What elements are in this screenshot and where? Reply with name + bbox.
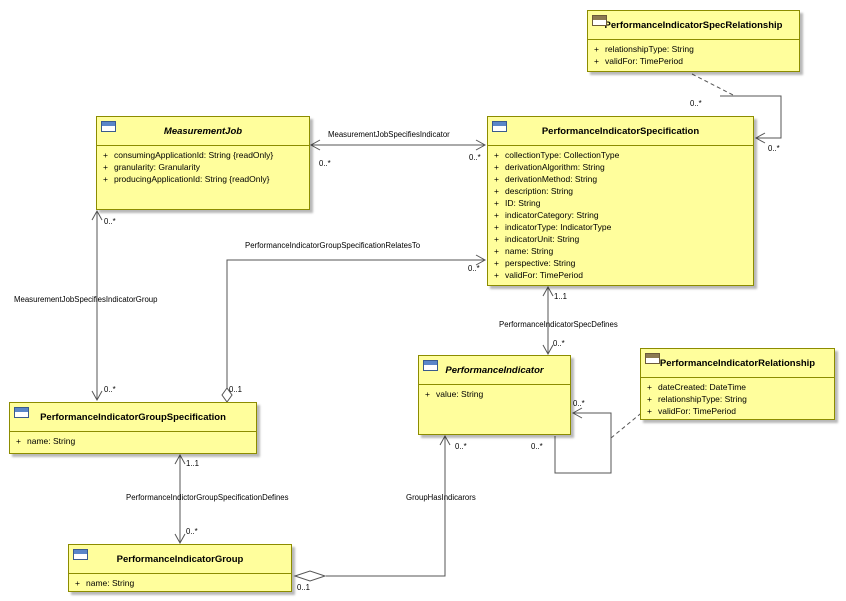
attribute: +perspective: String [494,258,576,268]
groupspec-arrowhead-top [91,390,103,402]
class-icon [423,360,438,371]
attribute: +producingApplicationId: String {readOnl… [103,174,270,184]
attribute: +indicatorUnit: String [494,234,580,244]
attribute-list: +collectionType: CollectionType +derivat… [488,146,753,283]
spec-arrowhead-mid [475,254,487,266]
class-icon [592,15,607,26]
association-label-spec-defines: PerformanceIndicatorSpecDefines [499,320,618,329]
group-pi-association-line [326,436,446,577]
spec-self-arrowhead [754,132,766,144]
attribute: +relationshipType: String [594,44,694,54]
attribute: +dateCreated: DateTime [647,382,747,392]
attribute-list: +relationshipType: String +validFor: Tim… [588,40,799,69]
multiplicity-spec-left-top: 0..* [469,153,481,162]
spec-self-association-line [720,95,782,139]
class-name: PerformanceIndicator [445,364,544,376]
attribute-list: +value: String [419,385,570,402]
attribute-list: +dateCreated: DateTime +relationshipType… [641,378,834,419]
spec-arrowhead-bottom [542,285,554,297]
attribute-list: +name: String [69,574,291,591]
attribute: +description: String [494,186,574,196]
attribute: +derivationMethod: String [494,174,598,184]
multiplicity-spec-bottom: 1..1 [554,292,568,301]
attribute: +granularity: Granularity [103,162,200,172]
attribute: +consumingApplicationId: String {readOnl… [103,150,274,160]
groupspec-spec-association-line [226,259,485,388]
pi-arrowhead-bottom [439,434,451,446]
attribute: +validFor: TimePeriod [594,56,683,66]
class-icon [73,549,88,560]
class-name: MeasurementJob [163,125,243,137]
class-icon [645,353,660,364]
multiplicity-group-top: 0..* [186,527,198,536]
class-performance-indicator-specification[interactable]: PerformanceIndicatorSpecification +colle… [487,116,754,286]
attribute: +derivationAlgorithm: String [494,162,605,172]
association-label-group-spec-relates-to: PerformanceIndicatorGroupSpecificationRe… [245,241,421,250]
attribute: +name: String [494,246,554,256]
class-icon [492,121,507,132]
class-header: PerformanceIndicatorRelationship [641,349,834,378]
attribute: +name: String [75,578,135,588]
multiplicity-spec-left-mid: 0..* [468,264,480,273]
group-arrowhead-top [174,533,186,545]
class-performance-indicator-spec-relationship[interactable]: PerformanceIndicatorSpecRelationship +re… [587,10,800,72]
multiplicity-gs-diamond: 0..1 [229,385,243,394]
class-header: PerformanceIndicatorGroup [69,545,291,574]
multiplicity-gs-top: 0..* [104,385,116,394]
multiplicity-pi-top: 0..* [553,339,565,348]
spec-relationship-dash [691,73,736,97]
class-name: PerformanceIndicatorRelationship [659,357,816,369]
pi-self-association-line [554,412,612,474]
class-measurement-job[interactable]: MeasurementJob +consumingApplicationId: … [96,116,310,210]
class-header: PerformanceIndicatorSpecRelationship [588,11,799,40]
multiplicity-spec-self-right: 0..* [768,144,780,153]
spec-arrowhead-left [475,139,487,151]
multiplicity-pi-self-left: 0..* [531,442,543,451]
class-header: PerformanceIndicator [419,356,570,385]
class-icon [101,121,116,132]
class-performance-indicator-group[interactable]: PerformanceIndicatorGroup +name: String [68,544,292,592]
class-name: PerformanceIndicatorSpecification [541,125,700,137]
groupspec-arrowhead-bottom [174,453,186,465]
class-header: PerformanceIndicatorGroupSpecification [10,403,256,432]
mj-arrowhead-bottom [91,209,103,221]
attribute: +validFor: TimePeriod [494,270,583,280]
class-performance-indicator-relationship[interactable]: PerformanceIndicatorRelationship +dateCr… [640,348,835,420]
class-name: PerformanceIndicatorGroup [116,553,244,565]
multiplicity-gs-bottom: 1..1 [186,459,200,468]
class-header: PerformanceIndicatorSpecification [488,117,753,146]
pi-arrowhead-top [542,344,554,356]
multiplicity-pi-self-top: 0..* [573,399,585,408]
multiplicity-mj-bottom: 0..* [104,217,116,226]
attribute: +relationshipType: String [647,394,747,404]
association-label-group-has-indicators: GroupHasIndicarors [406,493,476,502]
class-header: MeasurementJob [97,117,309,146]
multiplicity-spec-self-top: 0..* [690,99,702,108]
association-label-mj-specifies-indicator: MeasurementJobSpecifiesIndicator [328,130,450,139]
attribute-list: +consumingApplicationId: String {readOnl… [97,146,309,187]
pi-relationship-dash [610,409,646,439]
association-label-group-spec-defines: PerformanceIndictorGroupSpecificationDef… [126,493,289,502]
attribute: +collectionType: CollectionType [494,150,620,160]
class-icon [14,407,29,418]
association-label-mj-specifies-group: MeasurementJobSpecifiesIndicatorGroup [14,295,158,304]
mj-arrowhead [309,139,321,151]
multiplicity-mj-left: 0..* [319,159,331,168]
multiplicity-group-diamond: 0..1 [297,583,311,592]
class-name: PerformanceIndicatorSpecRelationship [604,19,783,31]
attribute: +indicatorCategory: String [494,210,599,220]
class-name: PerformanceIndicatorGroupSpecification [40,411,226,423]
attribute: +validFor: TimePeriod [647,406,736,416]
class-performance-indicator-group-specification[interactable]: PerformanceIndicatorGroupSpecification +… [9,402,257,454]
attribute: +ID: String [494,198,541,208]
pi-self-arrowhead [571,407,583,419]
group-aggregation-diamond [293,570,327,582]
class-performance-indicator[interactable]: PerformanceIndicator +value: String [418,355,571,435]
attribute: +name: String [16,436,76,446]
multiplicity-pi-bottom: 0..* [455,442,467,451]
attribute: +value: String [425,389,484,399]
attribute-list: +name: String [10,432,256,449]
attribute: +indicatorType: IndicatorType [494,222,612,232]
